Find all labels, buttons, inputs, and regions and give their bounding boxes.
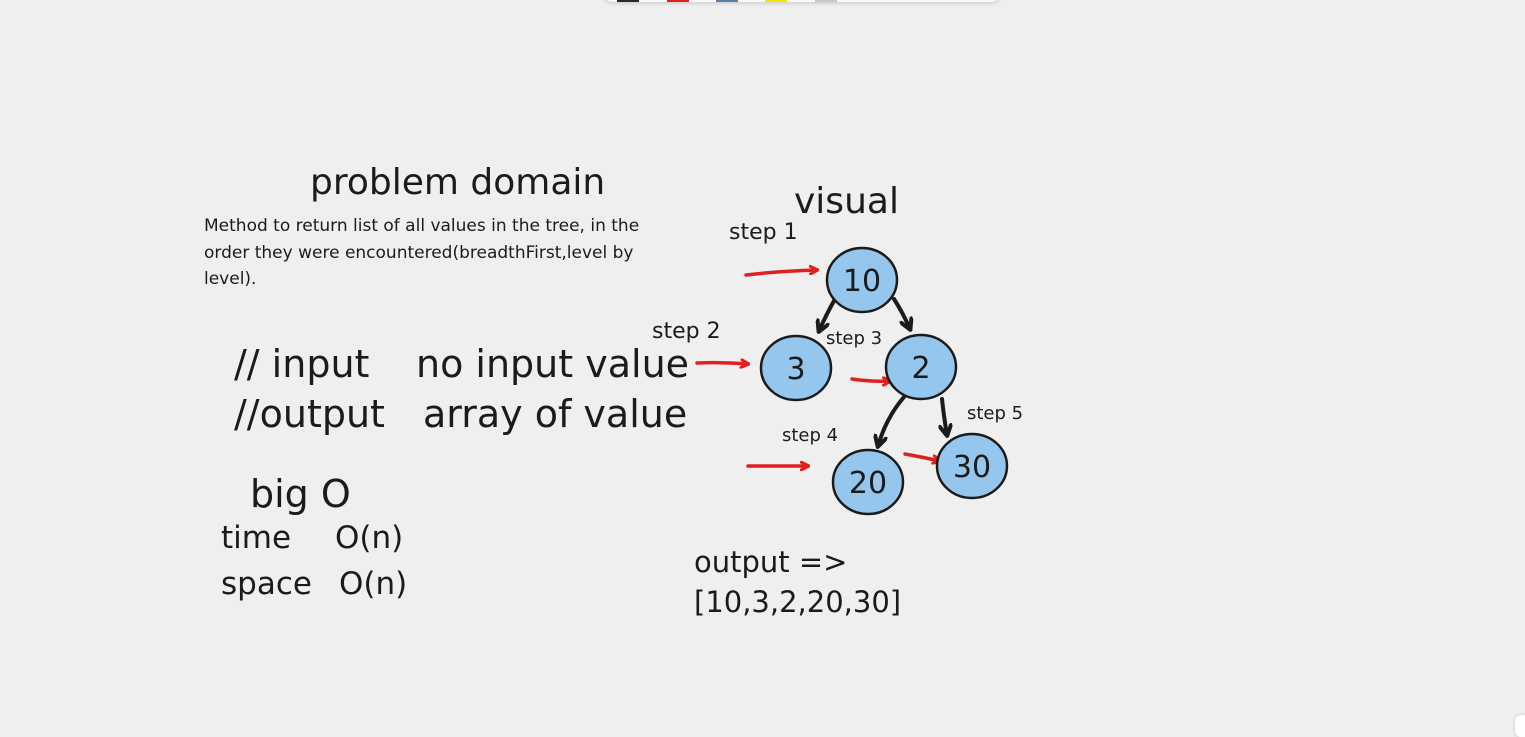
step-2-arrow [695, 363, 748, 364]
output-value: array of value [423, 392, 688, 436]
step-5-label: step 5 [967, 403, 1024, 424]
step-5-arrow [903, 452, 940, 461]
node-2-label: 2 [911, 351, 930, 386]
tree-node-2: 2 [884, 333, 958, 401]
time-label: time [221, 520, 292, 556]
problem-domain-heading: problem domain [310, 162, 606, 203]
output-label: //output [234, 392, 385, 436]
space-label: space [221, 566, 312, 602]
node-3-label: 3 [786, 352, 805, 387]
blue-color-swatch[interactable] [716, 0, 738, 2]
step-3-arrow [850, 379, 890, 381]
tree-node-10: 10 [825, 246, 899, 314]
red-color-swatch[interactable] [667, 0, 689, 2]
tree-node-20: 20 [831, 448, 905, 516]
gray-color-swatch[interactable] [815, 0, 837, 2]
step-2-label: step 2 [652, 319, 721, 344]
edge-10-to-3 [819, 297, 837, 331]
edge-2-to-30 [942, 397, 947, 435]
step-1-label: step 1 [729, 220, 798, 245]
tree-node-3: 3 [759, 334, 833, 402]
drawing-toolbar[interactable] [603, 0, 1001, 2]
black-color-swatch[interactable] [617, 0, 639, 2]
yellow-color-swatch[interactable] [765, 0, 787, 2]
input-value: no input value [416, 342, 690, 386]
space-complexity: O(n) [339, 566, 408, 602]
corner-control[interactable] [1515, 715, 1525, 737]
node-30-label: 30 [953, 450, 991, 485]
node-20-label: 20 [849, 466, 887, 501]
traversal-output-value: [10,3,2,20,30] [694, 585, 902, 619]
time-complexity: O(n) [335, 520, 404, 556]
step-1-arrow [744, 270, 817, 277]
tree-node-30: 30 [935, 432, 1009, 500]
input-label: // input [234, 342, 370, 386]
traversal-output-label: output => [694, 545, 848, 579]
edge-10-to-2 [892, 297, 910, 329]
node-10-label: 10 [843, 264, 881, 299]
step-3-label: step 3 [826, 328, 883, 349]
problem-description: Method to return list of all values in t… [204, 216, 640, 289]
tree-edges [819, 297, 947, 446]
visual-heading: visual [794, 181, 899, 222]
edge-2-to-20 [878, 395, 906, 446]
big-o-heading: big O [250, 472, 351, 516]
step-4-label: step 4 [782, 425, 839, 446]
